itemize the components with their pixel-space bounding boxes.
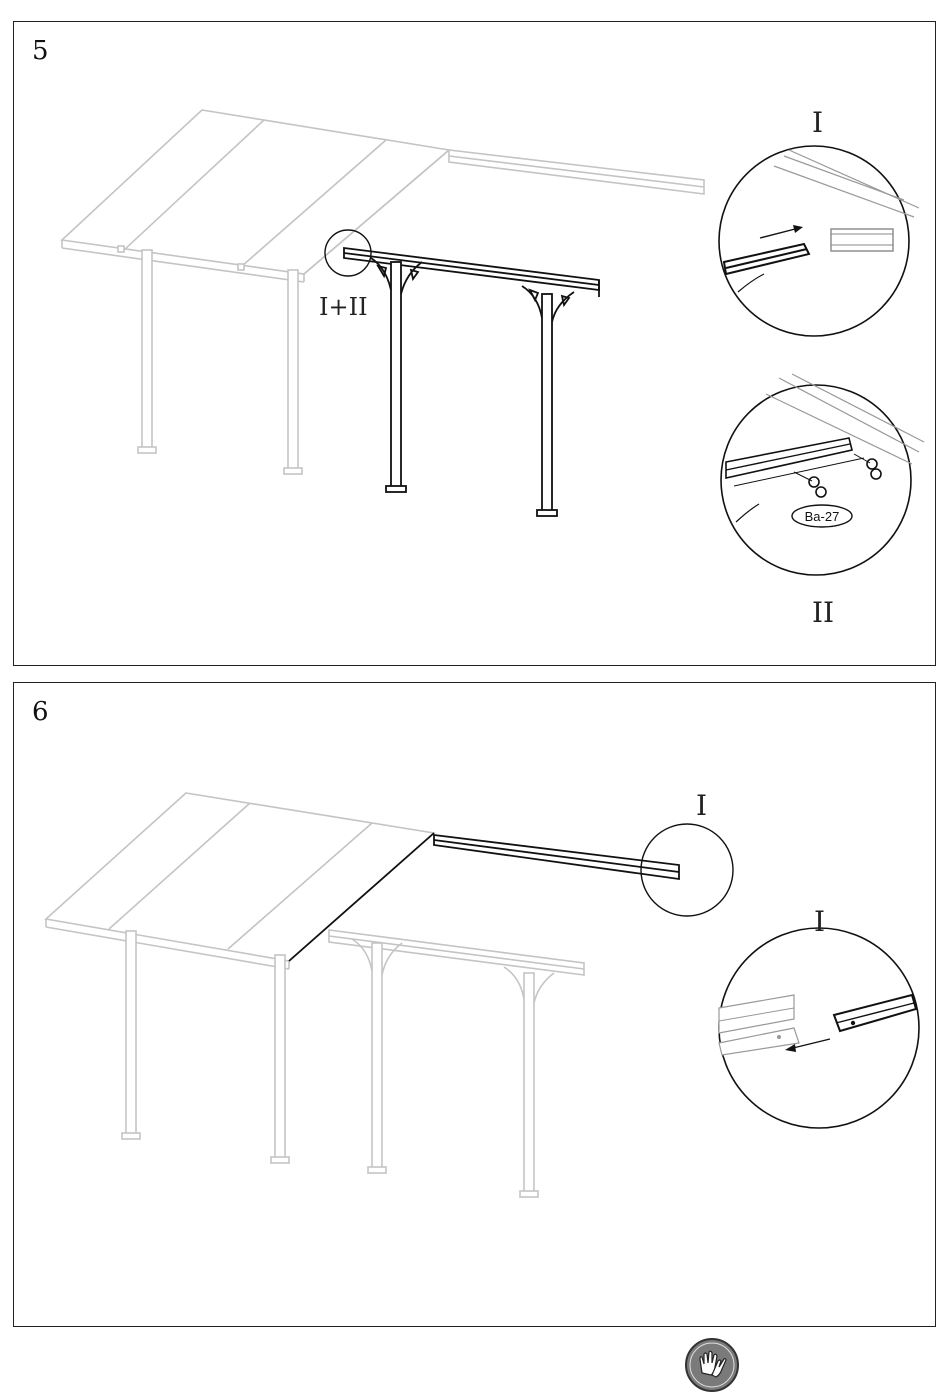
detail-label: I (814, 905, 825, 938)
roof-assembly (62, 110, 704, 474)
step-6-illustration: I I (14, 683, 935, 1326)
step-6-panel: 6 (13, 682, 936, 1327)
detail-II: Ba-27 (721, 374, 924, 575)
step-5-panel: 5 (13, 21, 936, 666)
detail-I (719, 928, 919, 1128)
gloves-icon (684, 1337, 740, 1393)
detail-I (719, 146, 919, 336)
front-beam-frame (344, 248, 599, 516)
detail-bottom-label: II (812, 596, 834, 629)
step-5-illustration: I+II I (14, 22, 935, 665)
callout-label: I+II (319, 293, 368, 321)
callout-label: I (696, 789, 707, 822)
detail-top-label: I (812, 106, 823, 139)
part-label: Ba-27 (805, 509, 840, 524)
